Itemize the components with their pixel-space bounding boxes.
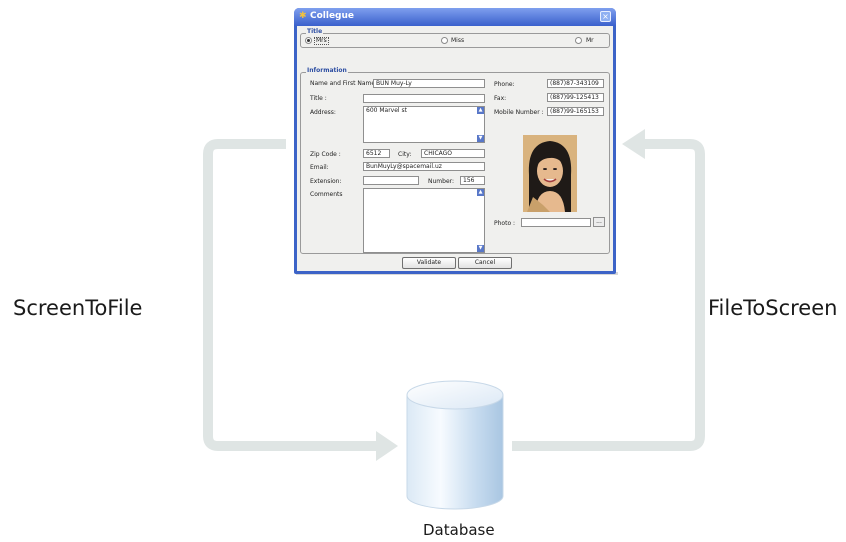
cancel-button[interactable]: Cancel	[458, 257, 512, 269]
portrait-icon	[523, 135, 577, 212]
extension-field[interactable]	[363, 176, 419, 185]
radio-mrs[interactable]	[305, 37, 312, 44]
mobile-label: Mobile Number :	[494, 109, 544, 116]
zip-label: Zip Code :	[310, 151, 341, 158]
address-field[interactable]: 600 Marvel st	[363, 106, 485, 143]
fax-field[interactable]: (887)99-125413	[547, 93, 604, 102]
window-client: Title Mrs Miss Mr Information Name and F…	[297, 26, 613, 271]
number-label: Number:	[428, 178, 455, 185]
colleague-window: ✱ Collegue × Title Mrs Miss Mr Informati…	[294, 8, 616, 274]
database-label: Database	[423, 521, 495, 539]
file-to-screen-arrow	[512, 139, 705, 451]
information-fieldset: Information	[300, 67, 610, 254]
title-fieldset: Title Mrs Miss Mr	[300, 28, 610, 48]
file-to-screen-label: FileToScreen	[708, 296, 838, 320]
information-legend: Information	[306, 67, 348, 74]
city-label: City:	[398, 151, 412, 158]
email-field[interactable]: BunMuyLy@spacemail.uz	[363, 162, 485, 171]
address-label: Address:	[310, 109, 336, 116]
radio-miss[interactable]	[441, 37, 448, 44]
comments-scroll-down[interactable]: ▼	[477, 245, 484, 252]
photo-label: Photo :	[494, 220, 516, 227]
mobile-field[interactable]: (887)99-165153	[547, 107, 604, 116]
comments-label: Comments	[310, 191, 343, 198]
phone-label: Phone:	[494, 81, 515, 88]
screen-to-file-arrow	[203, 139, 376, 451]
window-title: Collegue	[310, 11, 355, 21]
radio-miss-label: Miss	[451, 37, 465, 44]
database-icon	[406, 380, 504, 510]
title-label: Title :	[310, 95, 327, 102]
screen-to-file-label: ScreenToFile	[13, 296, 143, 320]
address-scroll-up[interactable]: ▲	[477, 107, 484, 114]
zip-field[interactable]: 6512	[363, 149, 390, 158]
radio-mr-label: Mr	[586, 37, 594, 44]
name-field[interactable]: BUN Muy-Ly	[373, 79, 485, 88]
phone-field[interactable]: (887)87-343109	[547, 79, 604, 88]
validate-button[interactable]: Validate	[402, 257, 456, 269]
comments-scroll-up[interactable]: ▲	[477, 189, 484, 196]
file-to-screen-arrowhead	[622, 129, 645, 159]
email-label: Email:	[310, 164, 329, 171]
app-icon: ✱	[299, 11, 307, 21]
radio-mr[interactable]	[575, 37, 582, 44]
comments-field[interactable]	[363, 188, 485, 253]
photo-field[interactable]	[521, 218, 591, 227]
city-field[interactable]: CHICAGO	[421, 149, 485, 158]
photo-image	[523, 135, 577, 212]
title-field[interactable]	[363, 94, 485, 103]
name-label: Name and First Name:	[310, 80, 378, 87]
screen-to-file-arrowhead	[376, 431, 398, 461]
title-legend: Title	[306, 28, 324, 35]
close-button[interactable]: ×	[600, 11, 611, 22]
radio-mrs-label: Mrs	[314, 37, 329, 45]
window-titlebar[interactable]: ✱ Collegue ×	[294, 8, 616, 26]
extension-label: Extension:	[310, 178, 342, 185]
address-scroll-down[interactable]: ▼	[477, 135, 484, 142]
browse-photo-button[interactable]: ...	[593, 217, 605, 227]
fax-label: Fax:	[494, 95, 507, 102]
number-field[interactable]: 156	[460, 176, 485, 185]
